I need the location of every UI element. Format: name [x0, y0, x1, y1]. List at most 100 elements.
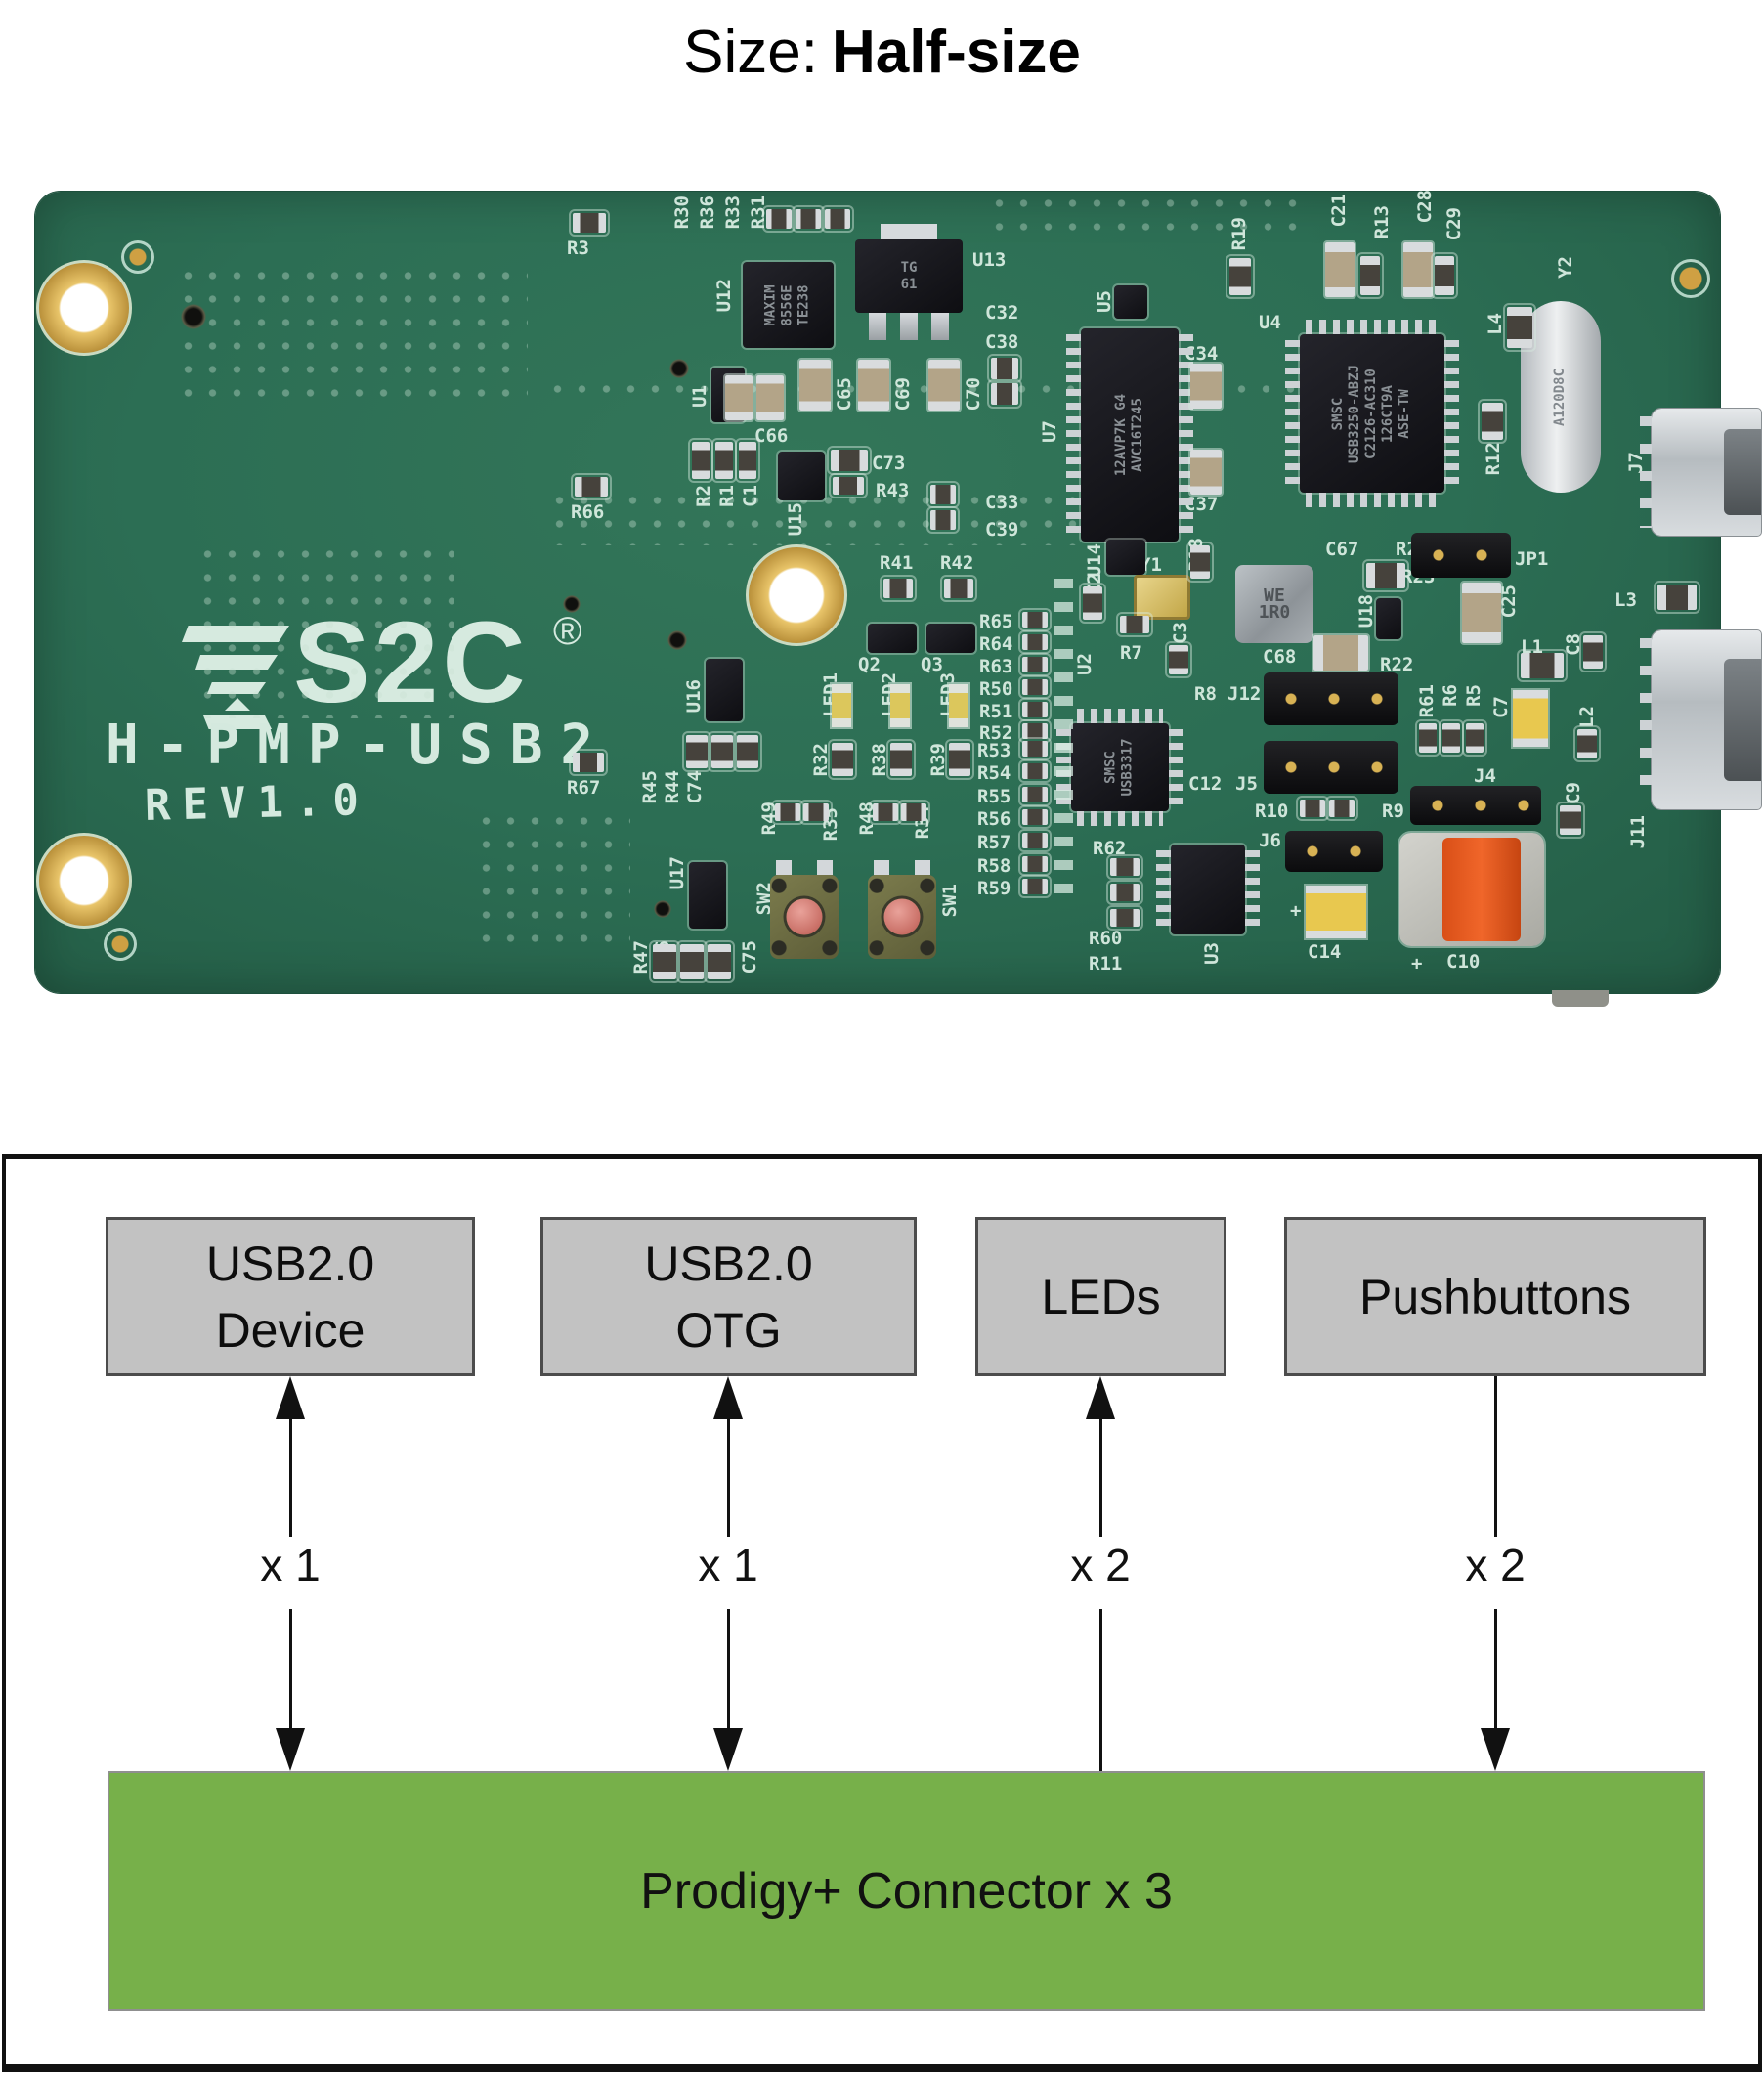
component-C33r: [926, 481, 960, 508]
component-C8r: [1579, 631, 1607, 672]
silkscreen-label: L2: [1576, 706, 1598, 728]
component-U17: [687, 860, 728, 931]
component-J4: [1410, 786, 1541, 825]
component-C28c: [1401, 240, 1435, 299]
component-u16r3: [733, 731, 762, 772]
component-U5: [1112, 283, 1149, 321]
silkscreen-label: R33: [722, 195, 744, 230]
silkscreen-label: R64: [979, 633, 1013, 655]
silkscreen-label: U12: [713, 279, 735, 313]
silkscreen-label: C25: [1498, 585, 1520, 619]
component-U16: [704, 657, 745, 723]
silkscreen-label: U1: [689, 385, 710, 408]
silkscreen-label: R66: [571, 501, 605, 523]
component-C65: [797, 358, 833, 412]
component-C9r: [1556, 802, 1585, 839]
component-R67r: [569, 749, 608, 776]
component-rC: [821, 205, 854, 233]
component-R35a: [799, 800, 833, 825]
component-R43r: [829, 473, 868, 498]
component-lad1: [1018, 608, 1052, 631]
silkscreen-label: R13: [1371, 205, 1393, 239]
component-C25c: [1460, 581, 1503, 645]
silkscreen-label: R2: [693, 485, 714, 507]
component-U15: [776, 450, 827, 502]
via-dot-pattern: [545, 377, 1415, 403]
component-u3r3: [1106, 905, 1143, 931]
component-C70: [926, 358, 962, 412]
silkscreen-label: C39: [985, 519, 1019, 541]
silkscreen-label: R22: [1380, 654, 1414, 675]
component-marking: A120D8C: [1552, 368, 1569, 426]
component-ledr2: [886, 739, 916, 780]
arrow-line: [727, 1413, 730, 1537]
silkscreen-label: L1: [1521, 636, 1543, 658]
silkscreen-label: R53: [977, 740, 1011, 761]
silkscreen-label: C1: [740, 485, 761, 507]
silkscreen-label: U15: [785, 502, 806, 537]
silkscreen-label: C29: [1443, 207, 1465, 241]
silkscreen-label: J12: [1227, 683, 1262, 705]
via-dot-pattern: [987, 192, 1310, 246]
prodigy-connector-block: Prodigy+ Connector x 3: [108, 1771, 1705, 2011]
component-L1r: [1517, 649, 1568, 682]
block-usb2-otg: USB2.0 OTG: [540, 1217, 917, 1376]
component-lad5: [1018, 698, 1052, 721]
pin-row-icon: [1179, 334, 1193, 536]
component-C2r: [1079, 583, 1106, 624]
component-J6: [1285, 831, 1383, 872]
silkscreen-label: R45: [639, 770, 661, 804]
silkscreen-label: C65: [834, 377, 855, 412]
component-C73r: [827, 446, 872, 475]
solder-pad: [121, 240, 154, 274]
prodigy-connector-label: Prodigy+ Connector x 3: [640, 1862, 1173, 1920]
silkscreen-label: U7: [1039, 420, 1060, 443]
component-lad12: [1018, 852, 1052, 876]
heatsink-tab-icon: [881, 224, 937, 239]
pin-row-icon: [1077, 811, 1163, 826]
pin-row-icon: [1156, 850, 1171, 929]
silkscreen-label: C38: [985, 331, 1019, 353]
silkscreen-label: U3: [1201, 942, 1223, 965]
silkscreen-label: R50: [979, 678, 1013, 700]
component-lad7: [1018, 737, 1052, 760]
component-R10a: [1296, 796, 1329, 821]
silkscreen-label: C32: [985, 302, 1019, 324]
silkscreen-label: R9: [1382, 801, 1404, 822]
solder-pad: [104, 928, 137, 961]
component-R49a: [771, 800, 804, 825]
silkscreen-label: C9: [1563, 782, 1584, 804]
component-R19r: [1226, 254, 1255, 299]
arrowhead-up-icon: [713, 1376, 743, 1419]
arrowhead-down-icon: [1481, 1728, 1510, 1771]
component-R1r: [711, 438, 737, 483]
silkscreen-label: R12: [1483, 442, 1504, 476]
arrowhead-up-icon: [276, 1376, 305, 1419]
pin-row-icon: [1077, 709, 1163, 723]
component-lad9: [1018, 783, 1052, 806]
component-C14: [1304, 884, 1368, 940]
silkscreen-label: R51: [979, 701, 1013, 722]
component-Q3: [925, 622, 977, 655]
component-R2r: [688, 438, 713, 483]
component-bb3: [704, 940, 735, 983]
silkscreen-label: R5: [1463, 684, 1484, 707]
component-lad4: [1018, 675, 1052, 699]
block-label: OTG: [675, 1302, 782, 1358]
silkscreen-label: R7: [1120, 642, 1142, 664]
pcb-photo: S2C ® H-PMP-USB2 REV1.0 R3R30R36R33R31U1…: [35, 190, 1762, 1007]
component-R6a: [1439, 719, 1464, 757]
component-rB: [792, 205, 825, 233]
silkscreen-label: R56: [977, 808, 1011, 830]
pin-row-icon: [1306, 493, 1439, 507]
component-C29r: [1431, 252, 1458, 299]
silkscreen-label: R55: [977, 786, 1011, 807]
component-C66a: [723, 373, 754, 422]
pin-row-icon: [1285, 340, 1300, 487]
component-ledr3: [945, 739, 974, 780]
